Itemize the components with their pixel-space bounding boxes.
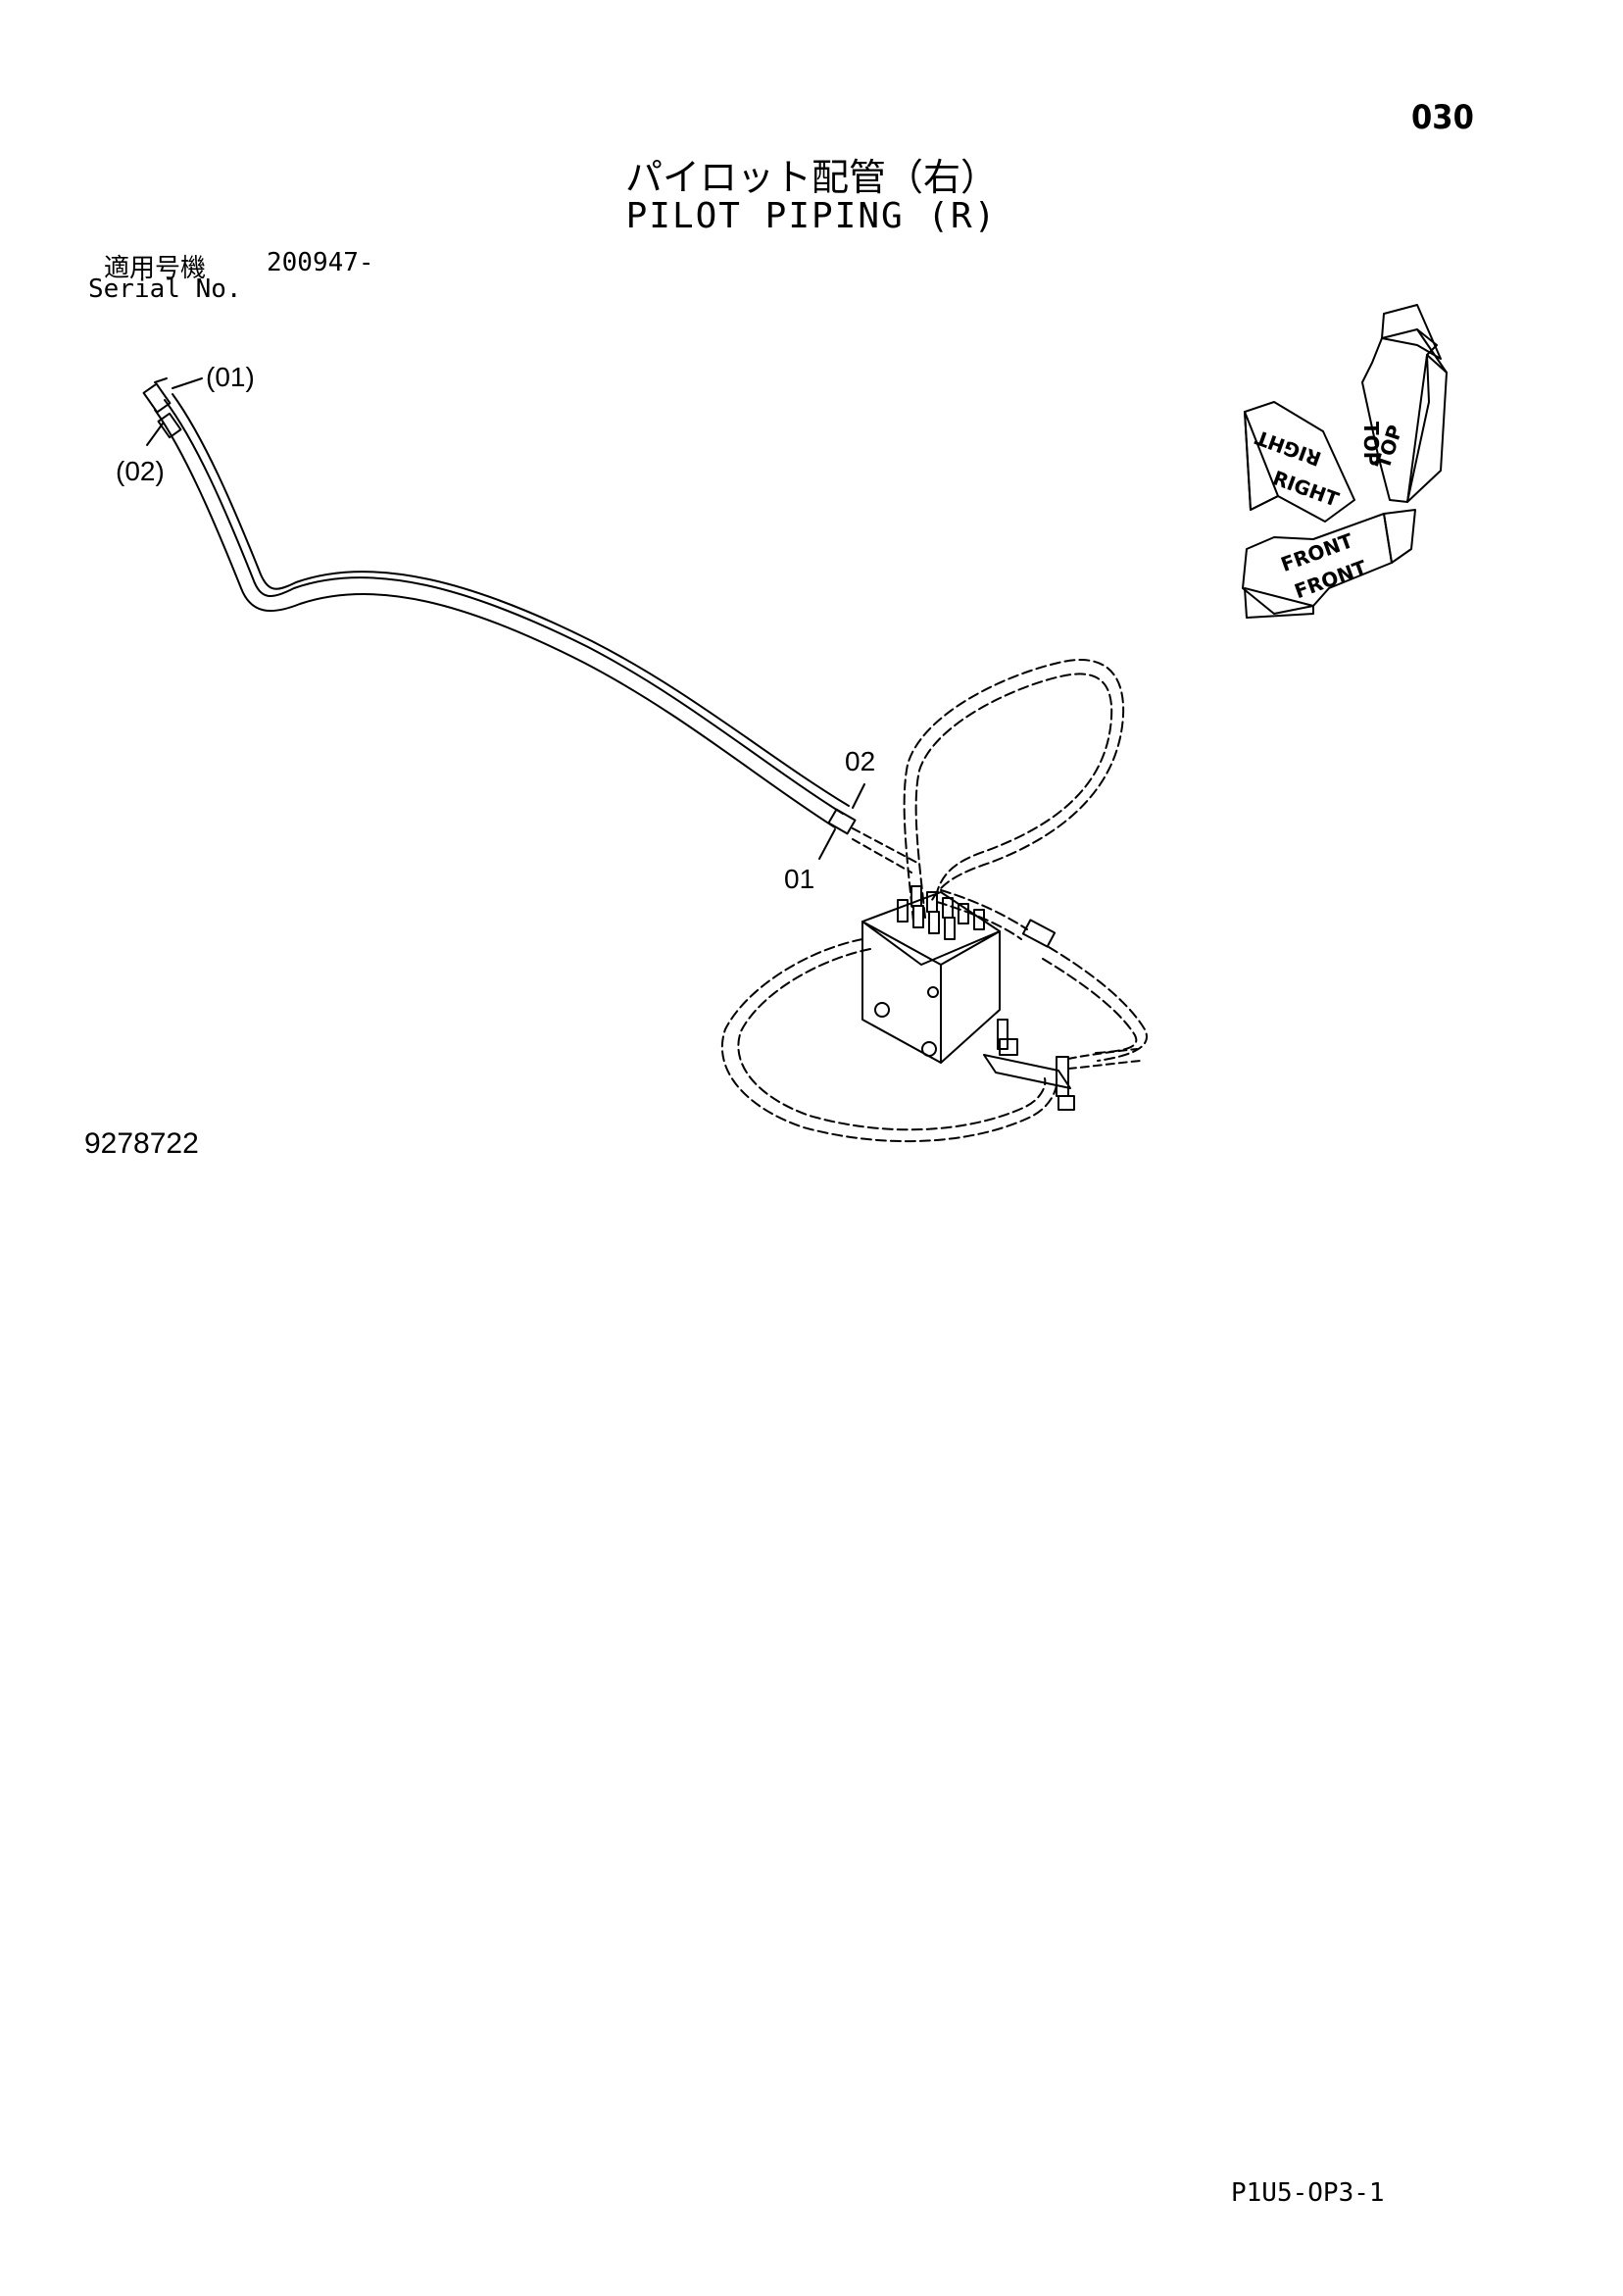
label-right-2: RIGHT [1269,466,1342,511]
center-fitting [827,808,918,873]
page-number: 030 [1411,98,1474,137]
block-ports [897,885,985,940]
main-hose-pair [154,393,850,828]
orientation-indicator: TOP TOP RIGHT RIGHT FRONT FRONT [1242,304,1448,619]
leader-top-01 [172,377,203,389]
callout-top-02: (02) [116,456,165,486]
label-right: RIGHT [1252,425,1324,471]
label-top: TOP [1359,422,1383,466]
page-code: P1U5-OP3-1 [1231,2178,1385,2208]
serial-label-en: Serial No. [88,275,242,304]
clamp-assembly [983,1019,1142,1111]
top-fitting [142,377,182,439]
right-fitting [1021,919,1057,948]
callout-mid-02: 02 [845,746,875,776]
leader-mid-02 [852,783,865,809]
valve-block [861,885,1001,1064]
title-japanese: パイロット配管（右） [624,156,998,199]
callout-top-01: (01) [206,362,255,392]
leader-mid-01 [818,828,836,860]
drawing-number: 9278722 [84,1127,199,1160]
serial-value: 200947- [267,248,374,277]
title-english: PILOT PIPING (R) [625,196,998,236]
callout-mid-01: 01 [784,864,814,894]
leader-top-02 [146,423,164,446]
lower-loop-hose [720,938,1058,1143]
upper-loop-hose [903,659,1125,923]
serial-label-jp: 適用号機 [104,254,207,283]
